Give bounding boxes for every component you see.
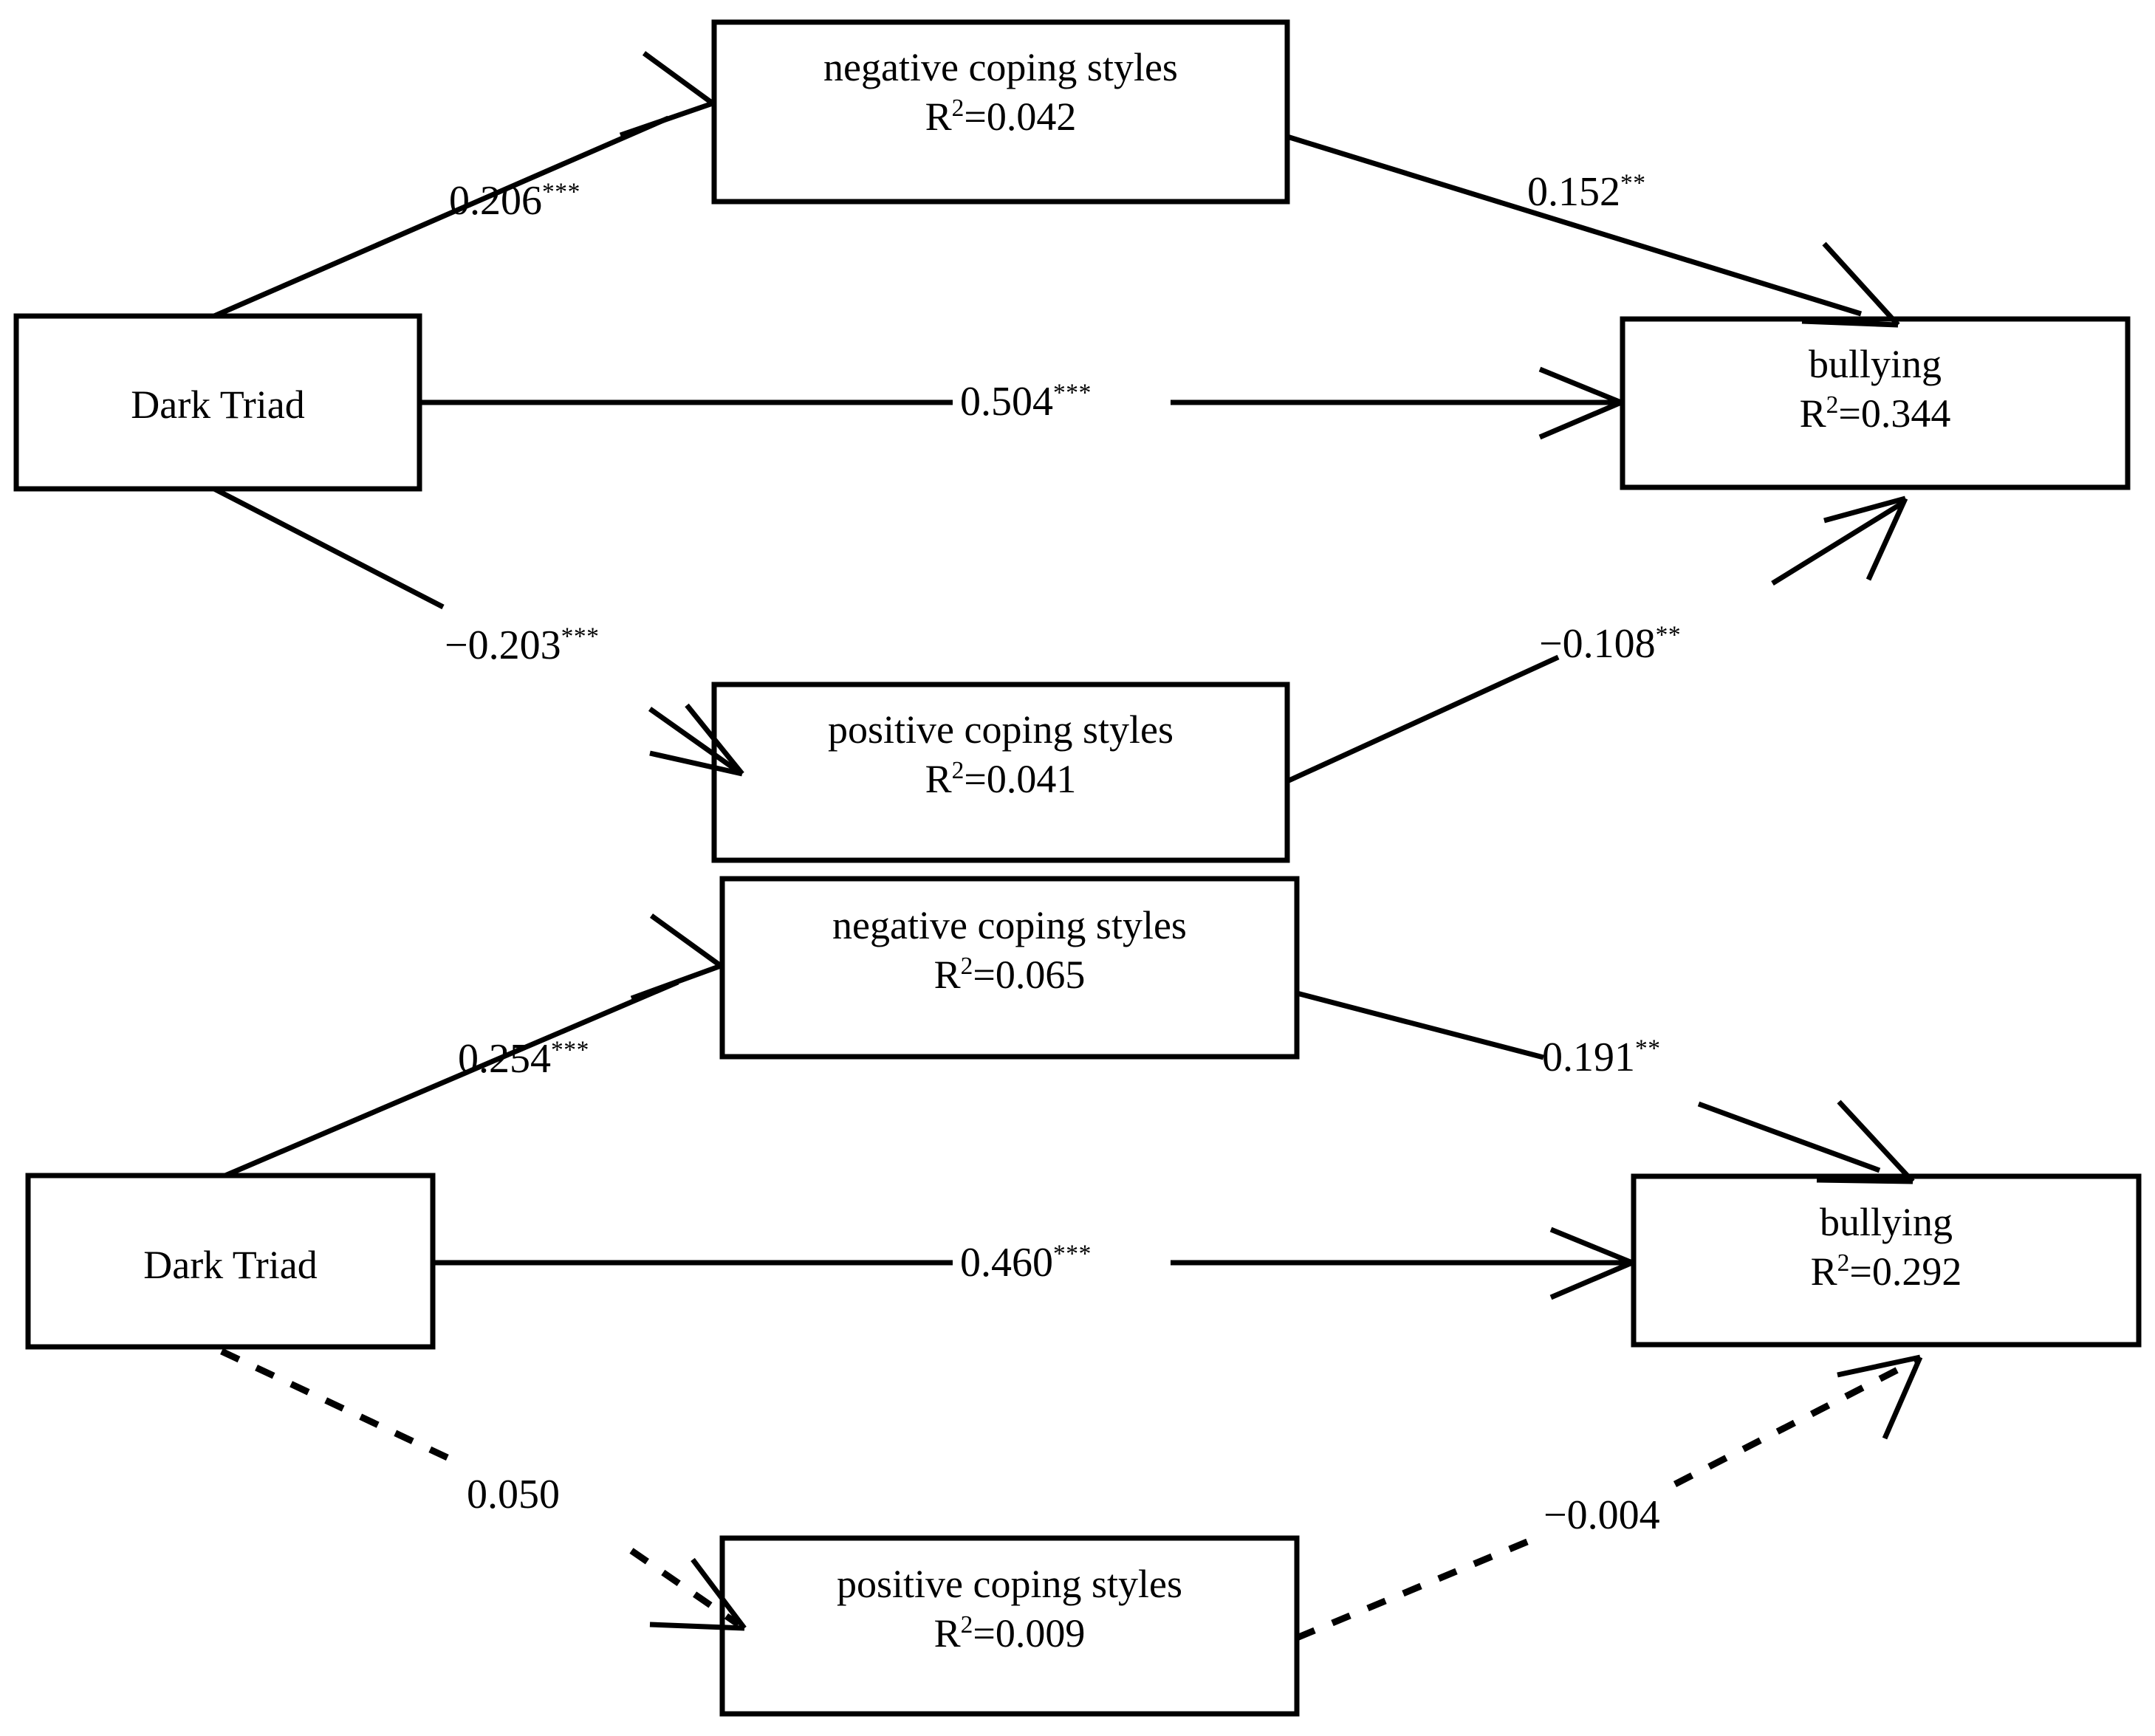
coef-label-dt-to-bullying-top: 0.504*** [960,378,1092,425]
coef-stars: *** [561,622,600,651]
coef-label-dt-to-bullying-bottom: 0.460*** [960,1239,1092,1286]
path-poscoping-to-bullying-bottom [1295,1354,1923,1641]
coef-label-dt-to-poscoping-top: −0.203*** [445,622,599,669]
node-box-positive-coping-top [711,682,1290,863]
coef-stars: *** [551,1036,589,1064]
node-box-bullying-bottom [1631,1173,2142,1348]
path-dt-to-bullying-top [419,366,1623,440]
coef-value: 0.152 [1527,169,1620,215]
coef-label-dt-to-negcoping-top: 0.206*** [449,177,580,224]
path-poscoping-to-bullying-top [1286,495,1908,784]
path-dt-to-negcoping-bottom [224,913,723,1179]
node-box-dark-triad-top [13,313,422,492]
coef-stars: ** [1635,1035,1661,1063]
path-dt-to-poscoping-top [213,486,744,777]
coef-value: −0.108 [1539,621,1656,667]
coef-value: −0.203 [445,622,561,668]
coef-stars: *** [1053,379,1092,407]
coef-stars: ** [1620,169,1646,197]
coef-label-dt-to-negcoping-bottom: 0.254*** [458,1035,589,1083]
coef-label-poscoping-to-bullying-top: −0.108** [1539,620,1681,668]
coef-value: 0.206 [449,178,542,224]
node-box-positive-coping-bottom [719,1535,1300,1717]
coef-label-negcoping-to-bullying-bottom: 0.191** [1542,1034,1661,1081]
coef-stars: ** [1655,621,1682,649]
coef-stars: *** [1053,1240,1092,1268]
coef-value: 0.460 [960,1240,1053,1286]
coef-value: 0.504 [960,379,1053,425]
path-dt-to-negcoping-top [213,51,715,319]
path-dt-to-poscoping-bottom [220,1348,747,1631]
node-box-negative-coping-bottom [719,876,1300,1060]
node-box-negative-coping-top [711,19,1290,205]
path-dt-to-bullying-bottom [433,1226,1634,1300]
coef-label-poscoping-to-bullying-bottom: −0.004 [1544,1492,1660,1539]
node-box-dark-triad-bottom [25,1173,436,1350]
coef-label-dt-to-poscoping-bottom: 0.050 [467,1471,560,1518]
coef-value: −0.004 [1544,1492,1660,1538]
coef-value: 0.191 [1542,1035,1635,1080]
node-box-bullying-top [1620,316,2131,490]
coef-stars: *** [542,178,580,206]
path-negcoping-to-bullying-top [1286,134,1900,328]
coef-value: 0.050 [467,1472,560,1517]
coef-value: 0.254 [458,1036,551,1082]
path-negcoping-to-bullying-bottom [1296,990,1915,1184]
coef-label-negcoping-to-bullying-top: 0.152** [1527,168,1646,216]
